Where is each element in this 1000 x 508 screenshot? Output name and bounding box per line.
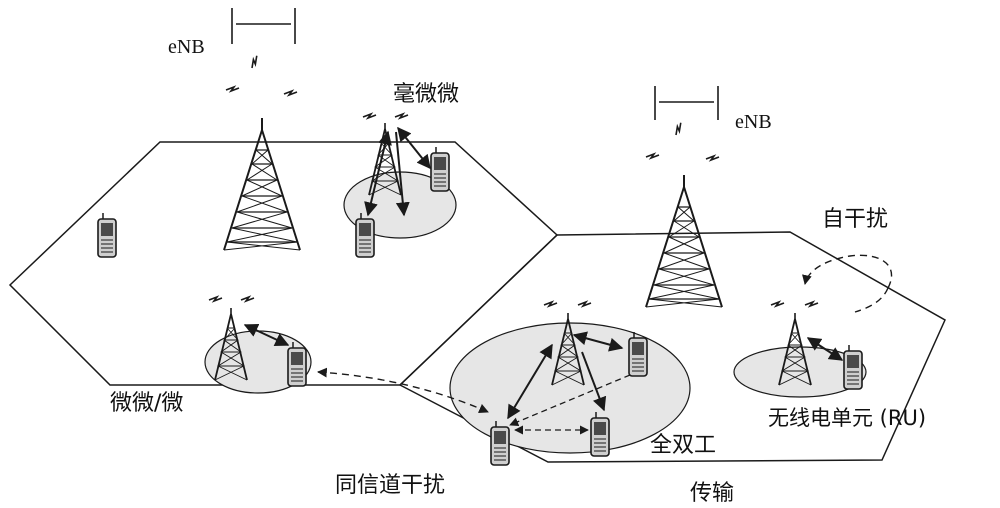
self-interference-label: 自干扰	[822, 207, 888, 232]
enb-label-right: eNB	[735, 111, 772, 133]
full-duplex-link-arrow	[572, 331, 624, 352]
phone-icon	[287, 341, 307, 387]
phone-icon	[430, 146, 450, 192]
cochannel-interference-arrow	[317, 367, 489, 413]
radio-unit-label: 无线电单元 (RU)	[768, 406, 926, 430]
femto-link-arrow	[397, 126, 431, 170]
femto-label: 毫微微	[393, 82, 459, 107]
phone-icon	[628, 331, 648, 377]
femto-link-arrow	[364, 130, 392, 217]
phone-icon	[355, 212, 375, 258]
self-interference-loop	[802, 254, 893, 289]
full-duplex-link-arrow	[507, 343, 553, 420]
enb-equipment-right-icon	[654, 86, 719, 120]
phone-icon	[97, 212, 117, 258]
phone-icon	[843, 344, 863, 390]
cochannel-interference-label: 同信道干扰	[335, 473, 445, 498]
transmission-label: 传输	[690, 481, 734, 506]
enb-label-left: eNB	[168, 36, 205, 58]
enb-tower-left-icon	[223, 54, 301, 251]
ru-link-arrow	[806, 337, 844, 361]
phone-icon	[590, 411, 610, 457]
enb-tower-right-icon	[645, 121, 723, 308]
full-duplex-label: 全双工	[650, 433, 716, 458]
phone-icon	[490, 420, 510, 466]
self-interference-loop	[854, 287, 889, 313]
enb-equipment-left-icon	[231, 8, 296, 44]
full-duplex-link-arrow	[509, 374, 631, 427]
pico-micro-label: 微微/微	[110, 391, 183, 416]
full-duplex-link-arrow	[581, 351, 607, 412]
pico-link-arrow	[243, 323, 290, 347]
